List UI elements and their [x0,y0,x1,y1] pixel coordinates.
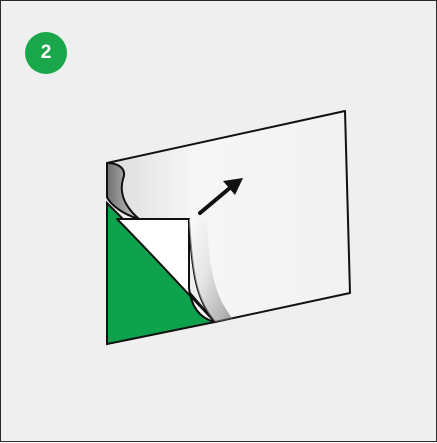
instruction-panel: 2 [0,0,437,442]
peel-backing-illustration [1,1,437,443]
